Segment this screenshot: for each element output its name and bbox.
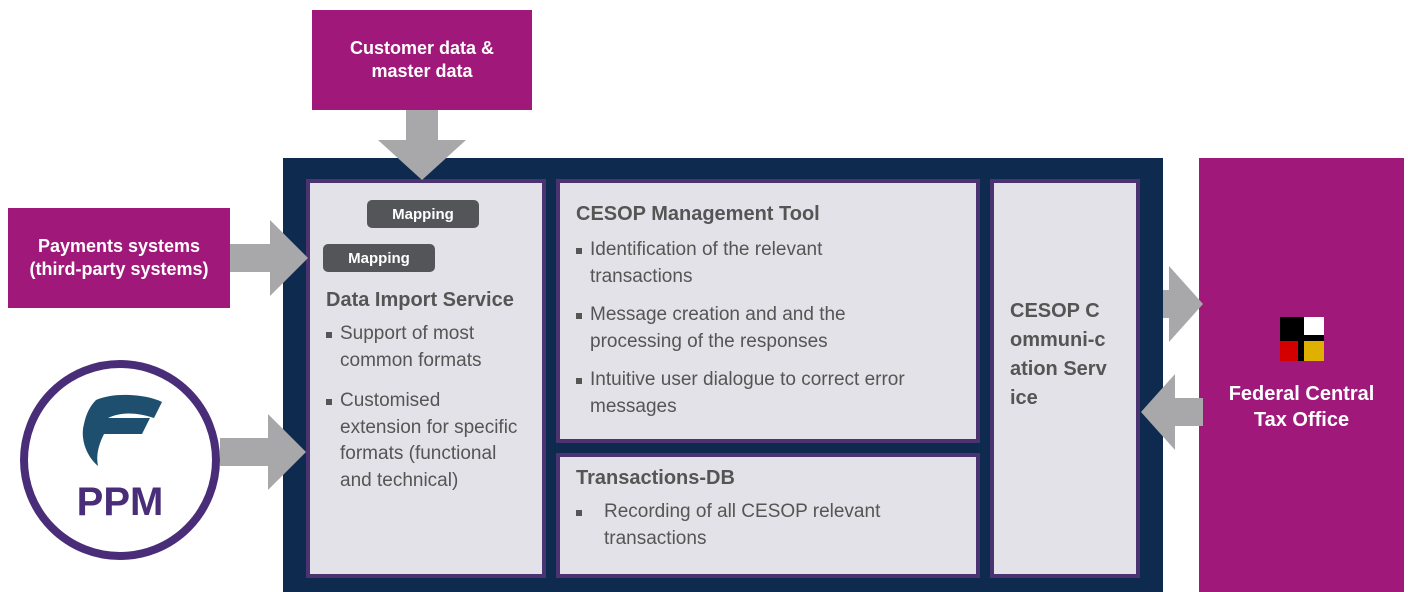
payments-systems-label: Payments systems (third-party systems) <box>29 235 209 279</box>
payments-systems-box: Payments systems (third-party systems) <box>8 208 230 308</box>
bullet-item: Intuitive user dialogue to correct error… <box>576 367 926 420</box>
data-import-panel: Mapping Mapping Data Import Service Supp… <box>306 179 546 578</box>
ppm-label: PPM <box>76 480 164 524</box>
bullet-item: Customised extension for specific format… <box>326 388 526 494</box>
transactions-db-bullets: Recording of all CESOP relevant transact… <box>576 499 926 552</box>
data-import-bullets: Support of most common formats Customise… <box>326 321 526 495</box>
ppm-f-logo-icon <box>82 394 162 466</box>
mapping-chip-top: Mapping <box>367 200 479 228</box>
mgmt-tool-panel: CESOP Management Tool Identification of … <box>556 179 980 443</box>
mgmt-tool-title: CESOP Management Tool <box>576 203 820 225</box>
arrow-down-customer <box>378 110 466 180</box>
mgmt-tool-bullets: Identification of the relevant transacti… <box>576 237 926 421</box>
arrow-right-tax-office <box>1163 266 1203 342</box>
transactions-db-panel: Transactions-DB Recording of all CESOP r… <box>556 453 980 578</box>
arrow-left-tax-office <box>1141 374 1203 450</box>
customer-data-label: Customer data & master data <box>349 37 495 81</box>
transactions-db-title: Transactions-DB <box>576 467 735 489</box>
data-import-title: Data Import Service <box>326 289 514 311</box>
federal-eagle-flag-icon <box>1279 317 1324 361</box>
bullet-item: Recording of all CESOP relevant transact… <box>576 499 926 552</box>
arrow-right-payments <box>230 220 308 296</box>
customer-data-box: Customer data & master data <box>312 10 532 110</box>
mapping-chip-bottom: Mapping <box>323 244 435 272</box>
ppm-logo: PPM <box>20 360 220 560</box>
tax-office-label: Federal Central Tax Office <box>1228 383 1375 431</box>
arrow-right-ppm <box>220 414 306 490</box>
tax-office-box: Federal Central Tax Office <box>1199 158 1404 592</box>
communication-service-panel: CESOP Communi-cation Service <box>990 179 1140 578</box>
communication-service-title: CESOP Communi-cation Service <box>1010 300 1107 409</box>
bullet-item: Identification of the relevant transacti… <box>576 237 926 290</box>
bullet-item: Support of most common formats <box>326 321 526 374</box>
bullet-item: Message creation and and the processing … <box>576 302 926 355</box>
